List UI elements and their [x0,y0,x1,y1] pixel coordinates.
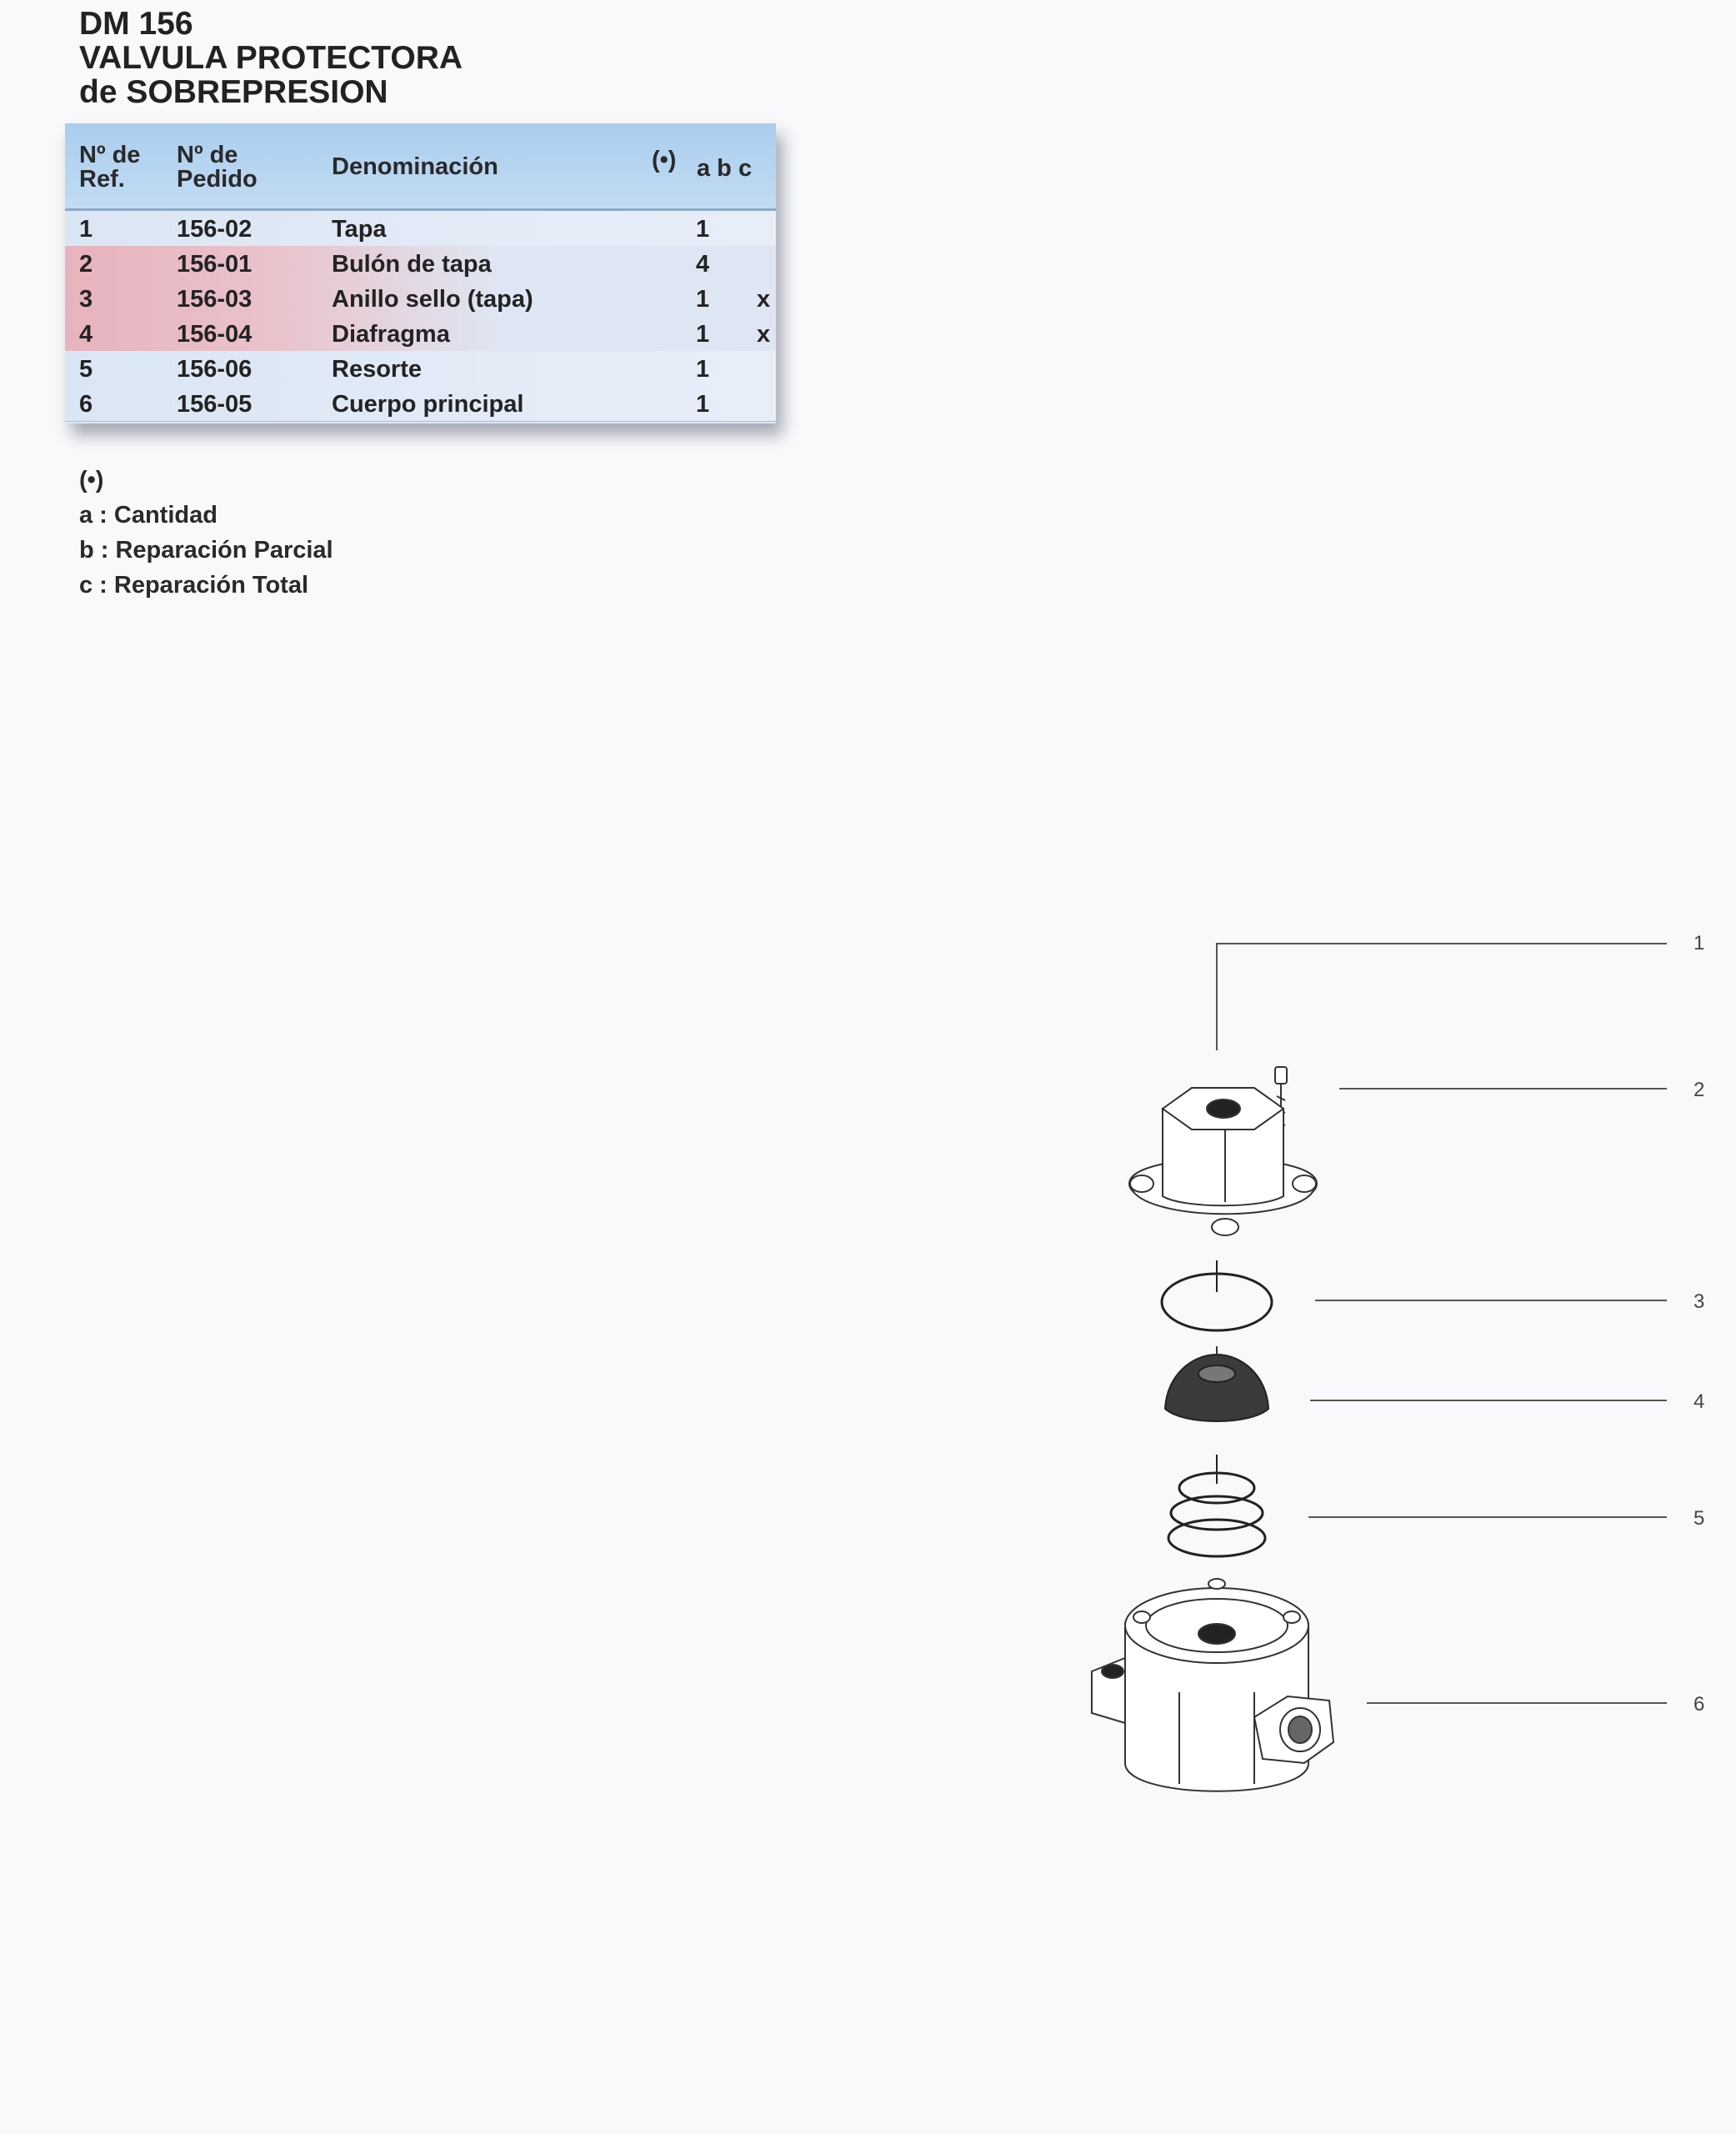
legend-marker: (•) [79,467,104,493]
cell-ref: 5 [79,356,93,383]
diaphragm-part [1163,1346,1270,1422]
parts-table: Nº de Ref. Nº de Pedido Denominación (•)… [65,123,776,423]
cell-a: 1 [696,321,710,348]
header-pedido: Nº de Pedido [177,142,258,193]
legend: (•) a : Cantidad b : Reparación Parcial … [79,463,333,603]
exploded-view-drawing [1091,943,1667,1792]
cell-a: 1 [696,391,710,418]
title-line-model: DM 156 [79,6,193,42]
cell-denominacion: Tapa [332,216,387,243]
title-line-sub: de SOBREPRESION [79,74,388,110]
cell-c: x [757,286,771,313]
callout-number-2: 2 [1693,1079,1705,1101]
cell-ref: 3 [79,286,93,313]
table-row: 4 156-04 Diafragma 1 x [65,316,776,352]
seal-ring-part [1160,1260,1273,1332]
cell-ref: 4 [79,321,93,348]
table-row: 2 156-01 Bulón de tapa 4 [65,246,776,282]
cell-denominacion: Anillo sello (tapa) [332,286,533,313]
legend-a: a : Cantidad [79,502,218,528]
callout-number-5: 5 [1693,1507,1705,1530]
table-row: 5 156-06 Resorte 1 [65,351,776,387]
callout-line-1 [1216,943,1667,1050]
cell-c: x [757,321,771,348]
document-title: DM 156 VALVULA PROTECTORA de SOBREPRESIO… [79,7,463,109]
spring-part [1167,1455,1267,1558]
callout-number-6: 6 [1693,1693,1705,1716]
header-abc: a b c [697,155,753,182]
callout-number-4: 4 [1693,1390,1705,1413]
cell-pedido: 156-06 [177,356,253,383]
callout-number-1: 1 [1693,932,1705,954]
cell-denominacion: Bulón de tapa [332,251,492,278]
cell-denominacion: Resorte [332,356,422,383]
header-note: (•) [652,147,677,173]
cell-a: 1 [696,356,710,383]
cell-a: 4 [696,251,710,278]
cell-a: 1 [696,286,710,313]
cell-denominacion: Cuerpo principal [332,391,524,418]
cell-pedido: 156-01 [177,251,253,278]
cell-denominacion: Diafragma [332,321,450,348]
header-ref: Nº de Ref. [79,142,141,193]
cell-ref: 1 [79,216,93,243]
cover-part [1128,1087,1318,1236]
legend-c: c : Reparación Total [79,572,309,599]
table-header: Nº de Ref. Nº de Pedido Denominación (•)… [65,123,776,211]
cell-a: 1 [696,216,710,243]
cell-pedido: 156-02 [177,216,253,243]
table-row: 6 156-05 Cuerpo principal 1 [65,386,776,422]
main-body-part [1091,1578,1335,1792]
cell-pedido: 156-03 [177,286,253,313]
table-row: 3 156-03 Anillo sello (tapa) 1 x [65,281,776,317]
table-row: 1 156-02 Tapa 1 [65,211,776,247]
legend-b: b : Reparación Parcial [79,537,333,564]
cell-ref: 6 [79,391,93,418]
cell-ref: 2 [79,251,93,278]
title-line-name: VALVULA PROTECTORA [79,40,463,76]
callout-number-3: 3 [1693,1290,1705,1313]
cell-pedido: 156-05 [177,391,253,418]
cell-pedido: 156-04 [177,321,253,348]
header-denominacion: Denominación [332,153,498,180]
